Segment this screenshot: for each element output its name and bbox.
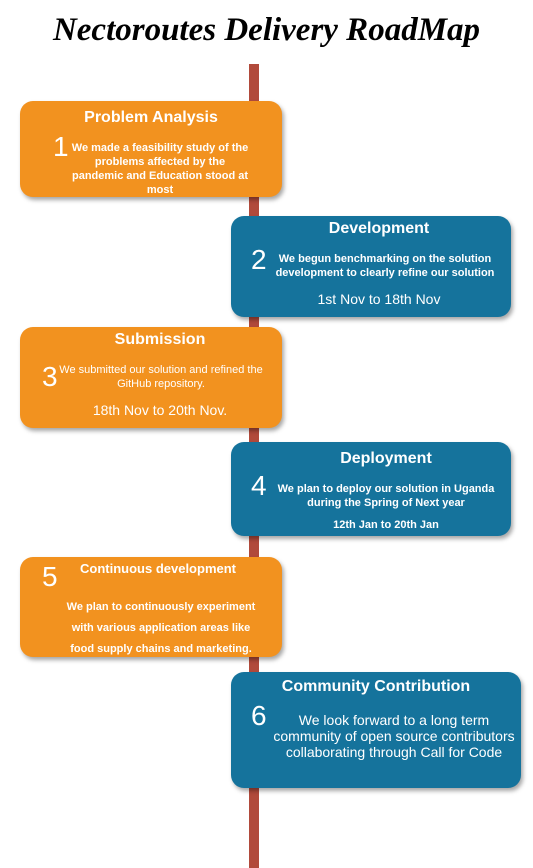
step-date: 12th Jan to 20th Jan [333, 519, 439, 531]
step-card-3: Submission 3 We submitted our solution a… [20, 327, 282, 428]
step-card-1: Problem Analysis 1 We made a feasibility… [20, 101, 282, 197]
step-title: Deployment [340, 450, 432, 467]
step-title: Problem Analysis [84, 109, 218, 126]
step-number: 1 [53, 131, 69, 162]
step-description-line: We plan to continuously experiment [66, 601, 256, 613]
step-description: We submitted our solution and refined th… [59, 364, 263, 390]
step-description: We look forward to a long term community… [273, 712, 515, 760]
step-date: 18th Nov to 20th Nov. [92, 402, 228, 418]
step-card-2: Development 2 We begun benchmarking on t… [231, 216, 511, 317]
step-number: 5 [42, 561, 58, 592]
step-title: Development [328, 220, 430, 237]
step-description: We plan to continuously experiment with … [50, 597, 272, 660]
step-number: 3 [42, 361, 58, 392]
step-card-4: Deployment 4 We plan to deploy our solut… [231, 442, 511, 536]
step-description: We made a feasibility study of the probl… [71, 142, 249, 196]
step-card-5: Continuous development 5 We plan to cont… [20, 557, 282, 657]
step-description: We plan to deploy our solution in Uganda… [277, 483, 495, 509]
step-description-line: with various application areas like [71, 622, 251, 634]
step-date: 1st Nov to 18th Nov [317, 291, 441, 307]
step-title: Submission [114, 331, 206, 348]
step-card-6: Community Contribution 6 We look forward… [231, 672, 521, 788]
step-description: We begun benchmarking on the solution de… [275, 253, 495, 279]
step-number: 4 [251, 470, 267, 501]
step-title: Continuous development [80, 561, 236, 576]
step-description-line: food supply chains and marketing. [70, 643, 252, 655]
step-title: Community Contribution [281, 678, 471, 695]
step-number: 6 [251, 700, 267, 731]
page-title: Nectoroutes Delivery RoadMap [52, 12, 481, 48]
step-number: 2 [251, 244, 267, 275]
